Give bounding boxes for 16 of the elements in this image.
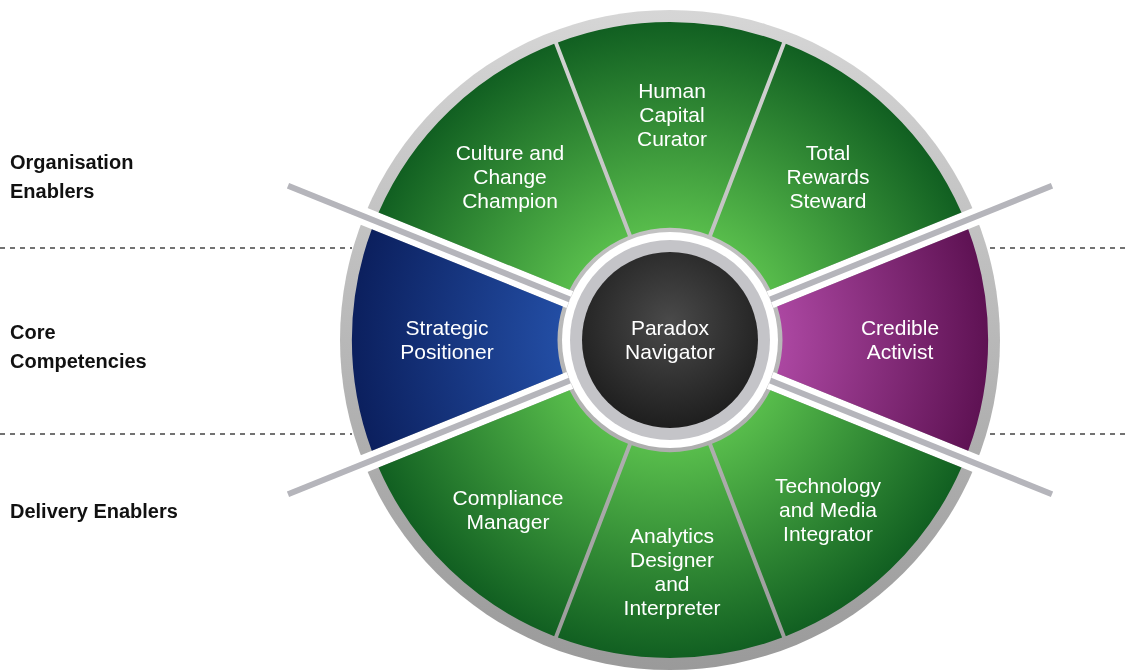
segment-label: Compliance Manager [451,486,565,534]
center-label: Paradox Navigator [624,316,716,364]
wheel-segment [351,229,563,451]
segment-label: Analytics Designer and Interpreter [622,524,722,620]
wheel-segment [378,43,628,290]
row-label: Organisation Enablers [10,150,135,204]
segment-label: Total Rewards Steward [785,141,871,213]
row-label: Delivery Enablers [10,499,179,524]
segment-label: Strategic Positioner [399,316,495,364]
segment-label: Technology and Media Integrator [773,474,883,546]
segment-label: Human Capital Curator [636,79,708,151]
wheel-segment [712,43,962,290]
segment-label: Credible Activist [859,316,941,364]
row-label: Core Competencies [10,320,148,374]
wheel-segment [777,229,989,451]
segment-label: Culture and Change Champion [454,141,566,213]
